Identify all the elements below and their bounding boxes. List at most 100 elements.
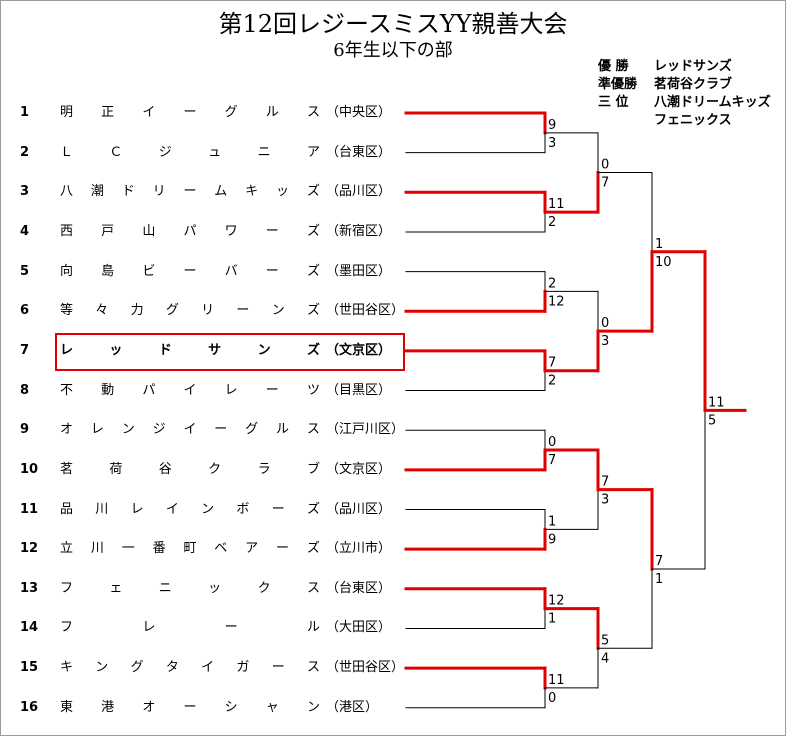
result-third-2: フェニックス	[598, 112, 771, 130]
score-label: 10	[655, 255, 672, 270]
team-row: 11 品川レインボーズ （品川区）	[20, 500, 405, 520]
result-label: 準優勝	[598, 77, 638, 92]
team-name: 品川レインボーズ	[60, 501, 320, 517]
team-district: （台東区）	[326, 144, 392, 160]
team-number: 10	[20, 461, 39, 477]
score-label: 1	[655, 572, 663, 587]
team-number: 5	[20, 263, 30, 279]
team-row: 9 オレンジイーグルス （江戸川区）	[20, 420, 405, 440]
team-name: フレール	[60, 620, 320, 636]
score-label: 0	[601, 316, 609, 331]
team-name: 八潮ドリームキッズ	[60, 184, 320, 200]
team-number: 1	[20, 105, 30, 120]
team-row: 7 レッドサンズ （文京区）	[20, 341, 405, 361]
score-label: 1	[655, 237, 663, 252]
team-district: （品川区）	[326, 501, 392, 517]
score-label: 9	[548, 532, 556, 547]
team-name: 明正イーグルス	[60, 105, 320, 120]
result-label: 三 位	[598, 95, 629, 110]
team-name: レッドサンズ	[60, 342, 320, 358]
score-label: 5	[601, 633, 609, 648]
score-label: 1	[548, 612, 556, 627]
results-box: 優 勝 レッドサンズ 準優勝 茗荷谷クラブ 三 位 八潮ドリームキッズ フェニッ…	[598, 58, 771, 130]
team-district: （台東区）	[326, 580, 392, 596]
score-label: 3	[601, 334, 609, 349]
score-label: 9	[548, 118, 556, 133]
score-label: 7	[601, 475, 609, 490]
team-number: 12	[20, 541, 39, 557]
score-label: 2	[548, 374, 556, 389]
team-number: 16	[20, 699, 39, 715]
team-number: 13	[20, 580, 39, 596]
team-row: 15 キングタイガース （世田谷区）	[20, 658, 405, 678]
team-number: 9	[20, 422, 30, 438]
score-label: 12	[548, 594, 565, 609]
team-number: 4	[20, 223, 30, 239]
team-name: オレンジイーグルス	[60, 422, 320, 438]
score-label: 2	[548, 276, 556, 291]
page-subtitle: 6年生以下の部	[333, 40, 453, 61]
score-label: 11	[548, 197, 565, 212]
team-district: （江戸川区）	[326, 422, 405, 438]
result-champion: 優 勝 レッドサンズ	[598, 58, 771, 76]
team-name: 不動パイレーツ	[60, 382, 320, 398]
team-name: 茗荷谷クラブ	[60, 461, 320, 477]
score-label: 7	[548, 356, 556, 371]
score-label: 0	[548, 691, 556, 706]
team-name: 西戸山パワーズ	[60, 223, 320, 239]
page-title: 第12回レジースミスYY親善大会	[218, 10, 568, 38]
team-row: 16 東港オーシャン （港区）	[20, 698, 405, 718]
score-label: 2	[548, 215, 556, 230]
result-value: 八潮ドリームキッズ	[654, 95, 771, 110]
team-district: （墨田区）	[326, 263, 392, 279]
team-name: キングタイガース	[60, 660, 320, 676]
team-name: フェニックス	[60, 580, 320, 596]
team-district: （世田谷区）	[326, 303, 405, 319]
team-row: 5 向島ビーバーズ （墨田区）	[20, 262, 405, 282]
team-district: （文京区）	[326, 461, 392, 477]
team-district: （新宿区）	[326, 223, 392, 239]
score-label: 3	[548, 136, 556, 151]
team-district: （世田谷区）	[326, 660, 405, 676]
team-number: 6	[20, 303, 30, 319]
result-value: 茗荷谷クラブ	[654, 77, 733, 92]
score-label: 12	[548, 294, 565, 309]
score-label: 11	[548, 673, 565, 688]
team-district: （文京区）	[326, 342, 392, 358]
result-third: 三 位 八潮ドリームキッズ	[598, 94, 771, 112]
team-name: 向島ビーバーズ	[60, 263, 320, 279]
team-district: （目黒区）	[326, 382, 392, 398]
team-row: 4 西戸山パワーズ （新宿区）	[20, 222, 405, 242]
result-runner-up: 準優勝 茗荷谷クラブ	[598, 76, 771, 94]
team-district: （立川市）	[326, 541, 392, 557]
team-row: 6 等々力グリーンズ （世田谷区）	[20, 301, 405, 321]
team-district: （港区）	[326, 699, 379, 715]
score-label: 7	[548, 453, 556, 468]
team-number: 7	[20, 342, 30, 358]
score-label: 11	[708, 395, 725, 410]
team-name: 立川一番町ベアーズ	[60, 541, 320, 557]
team-number: 14	[20, 620, 39, 636]
score-label: 7	[601, 175, 609, 190]
team-row: 10 茗荷谷クラブ （文京区）	[20, 460, 405, 480]
score-label: 1	[548, 514, 556, 529]
champion-highlight-box	[55, 333, 405, 371]
score-label: 7	[655, 554, 663, 569]
team-name: 等々力グリーンズ	[60, 303, 320, 319]
score-label: 0	[548, 435, 556, 450]
score-label: 3	[601, 493, 609, 508]
team-number: 2	[20, 144, 30, 160]
team-name: 東港オーシャン	[60, 699, 320, 715]
result-value: レッドサンズ	[654, 59, 732, 74]
team-district: （中央区）	[326, 105, 392, 120]
team-number: 15	[20, 660, 39, 676]
team-row: 1 明正イーグルス （中央区）	[20, 103, 405, 123]
team-number: 3	[20, 184, 30, 200]
team-number: 11	[20, 501, 39, 517]
